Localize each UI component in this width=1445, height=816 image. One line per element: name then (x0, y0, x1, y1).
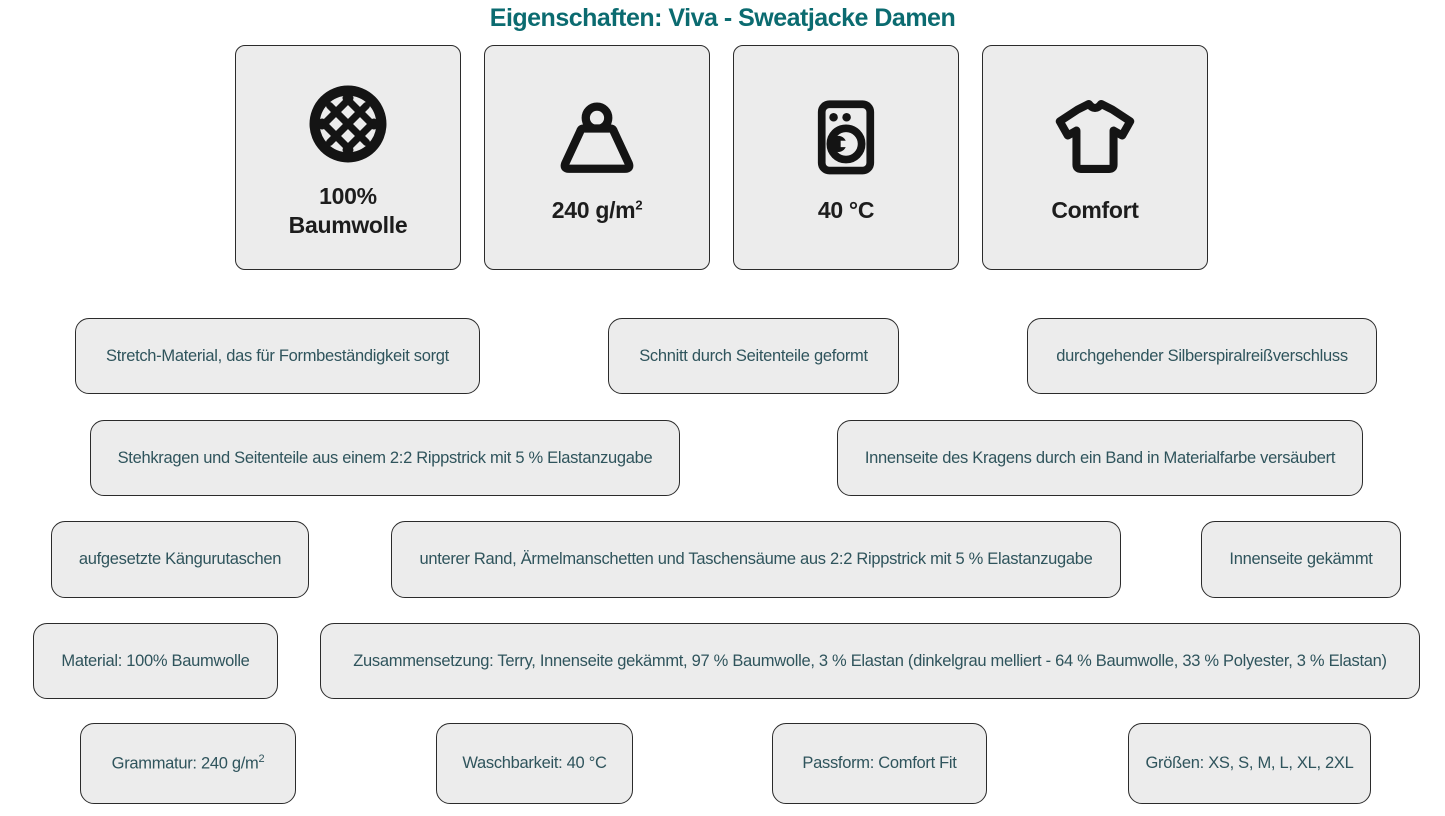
feature-pill: Stehkragen und Seitenteile aus einem 2:2… (90, 420, 680, 496)
pill-text: durchgehender Silberspiralreißverschluss (1056, 346, 1348, 365)
pill-text: Innenseite des Kragens durch ein Band in… (864, 448, 1336, 467)
fabric-weave-icon (300, 76, 396, 172)
feature-card-material: 100% Baumwolle (235, 45, 461, 270)
pill-text: Material: 100% Baumwolle (61, 651, 250, 670)
pill-text: Waschbarkeit: 40 °C (462, 754, 607, 772)
tshirt-icon (1047, 90, 1143, 186)
feature-pill: Schnitt durch Seitenteile geformt (608, 318, 899, 394)
feature-card-fit: Comfort (982, 45, 1208, 270)
pill-text: Stehkragen und Seitenteile aus einem 2:2… (117, 448, 653, 467)
card-label: 40 °C (817, 197, 875, 224)
feature-pill: Waschbarkeit: 40 °C (436, 723, 633, 804)
feature-pill: Grammatur: 240 g/m2 (80, 723, 296, 804)
feature-pill: Zusammensetzung: Terry, Innenseite gekäm… (320, 623, 1420, 699)
feature-pill: Innenseite gekämmt (1201, 521, 1401, 598)
feature-pill: Größen: XS, S, M, L, XL, 2XL (1128, 723, 1371, 804)
pill-text: Grammatur: 240 g/m2 (111, 753, 265, 773)
pill-text: Passform: Comfort Fit (802, 754, 957, 772)
feature-pill: unterer Rand, Ärmelmanschetten und Tasch… (391, 521, 1121, 598)
pill-text: Zusammensetzung: Terry, Innenseite gekäm… (353, 651, 1387, 670)
feature-pill: Passform: Comfort Fit (772, 723, 987, 804)
pill-text: Stretch-Material, das für Formbeständigk… (106, 346, 449, 365)
feature-card-weight: 240 g/m2 (484, 45, 710, 270)
pill-text: Größen: XS, S, M, L, XL, 2XL (1145, 754, 1354, 772)
card-label: 100% Baumwolle (288, 182, 408, 238)
feature-pill: aufgesetzte Kängurutaschen (51, 521, 309, 598)
pill-text: unterer Rand, Ärmelmanschetten und Tasch… (419, 550, 1093, 568)
card-label: 240 g/m2 (551, 197, 643, 224)
weight-icon (549, 90, 645, 186)
washing-machine-icon (798, 90, 894, 186)
pill-text: Schnitt durch Seitenteile geformt (639, 346, 868, 365)
pill-text: Innenseite gekämmt (1229, 550, 1373, 568)
feature-pill: Material: 100% Baumwolle (33, 623, 278, 699)
feature-card-washability: 40 °C (733, 45, 959, 270)
page-title: Eigenschaften: Viva - Sweatjacke Damen (489, 4, 956, 32)
feature-pill: Stretch-Material, das für Formbeständigk… (75, 318, 480, 394)
pill-text: aufgesetzte Kängurutaschen (78, 550, 282, 568)
feature-pill: Innenseite des Kragens durch ein Band in… (837, 420, 1363, 496)
feature-pill: durchgehender Silberspiralreißverschluss (1027, 318, 1377, 394)
card-label: Comfort (1051, 197, 1139, 224)
